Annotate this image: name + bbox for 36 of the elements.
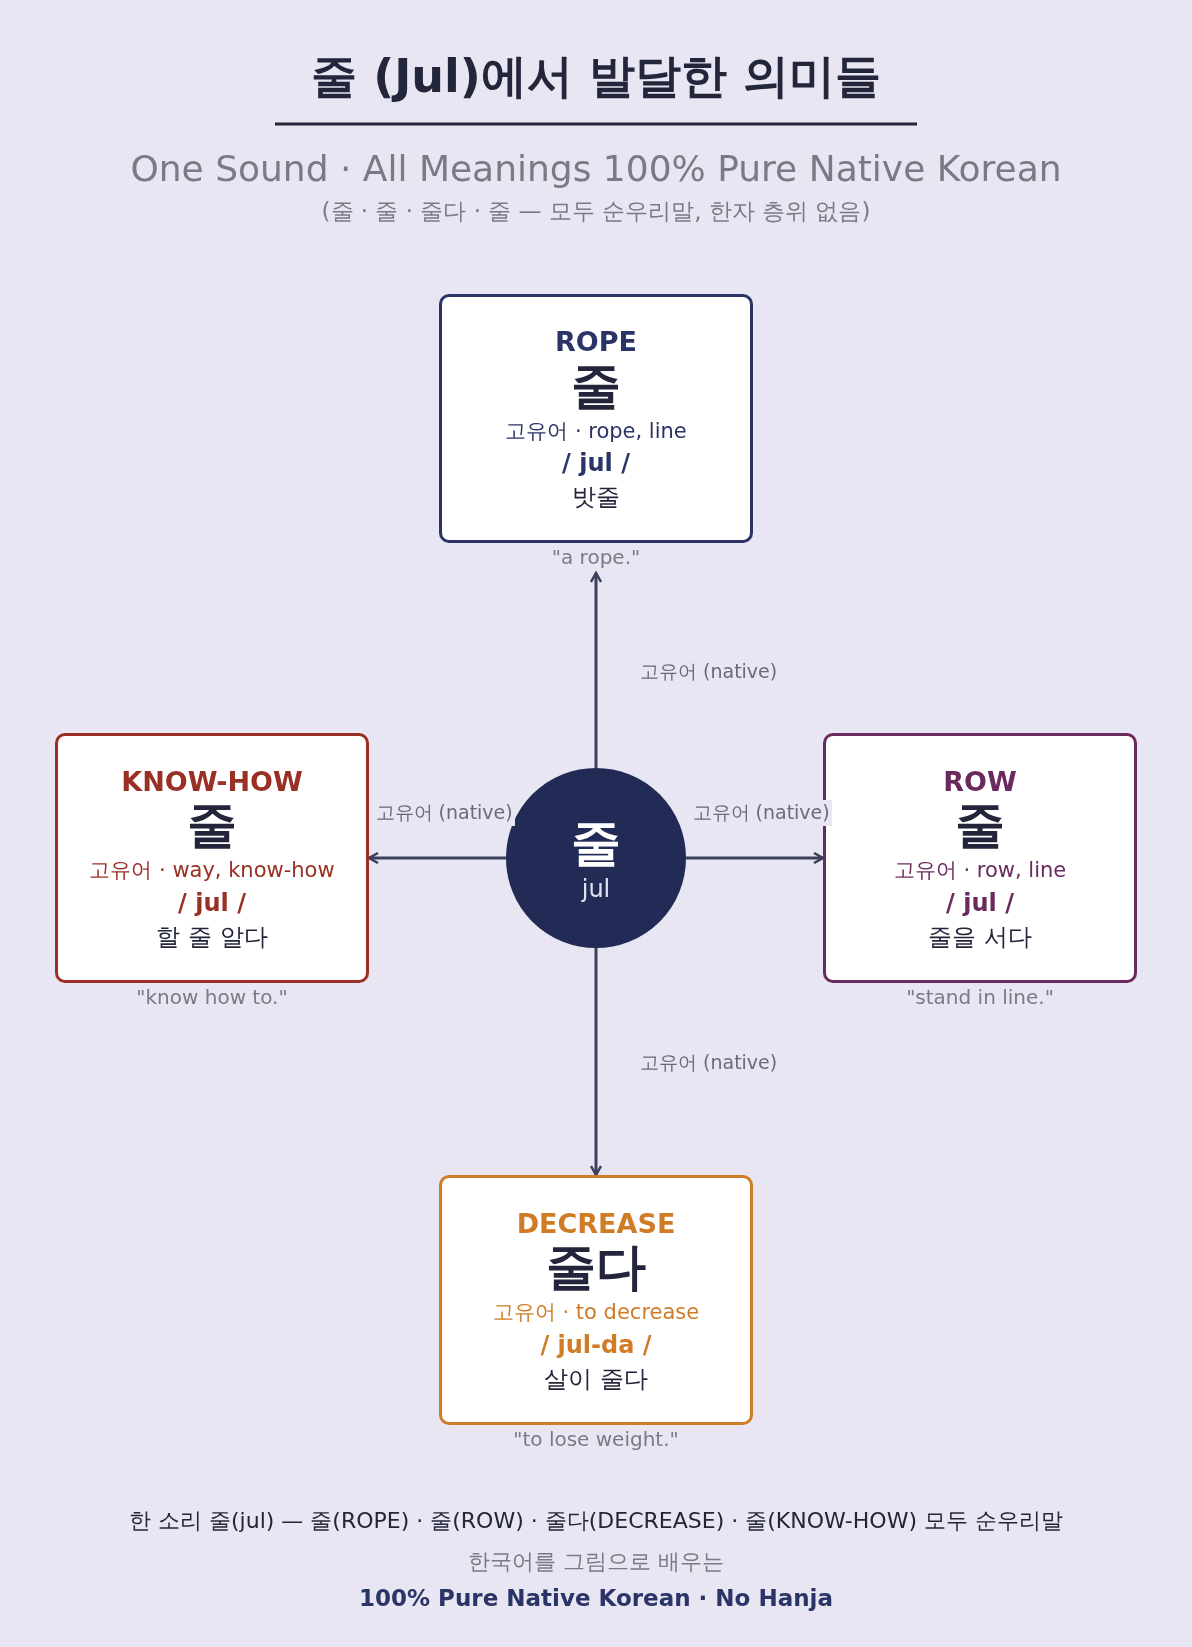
romanization: jul bbox=[581, 874, 611, 905]
arrow bbox=[589, 571, 603, 768]
pronunciation: / jul / bbox=[562, 448, 630, 478]
example-translation: "stand in line." bbox=[905, 985, 1055, 1009]
meaning-heading: KNOW-HOW bbox=[121, 764, 303, 799]
korean-word: 줄다 bbox=[546, 1240, 646, 1296]
example-translation: "know how to." bbox=[135, 985, 289, 1009]
footer-tagline: 100% Pure Native Korean · No Hanja bbox=[358, 1585, 834, 1611]
example-phrase: 줄을 서다 bbox=[928, 921, 1032, 952]
footer-note: 한국어를 그림으로 배우는 bbox=[467, 1548, 725, 1576]
example-phrase: 밧줄 bbox=[572, 482, 620, 512]
example-phrase: 할 줄 알다 bbox=[156, 921, 268, 952]
meaning-gloss: 고유어 · row, line bbox=[893, 857, 1067, 884]
korean-word: 줄 bbox=[955, 798, 1005, 854]
korean-word: 줄 bbox=[187, 798, 237, 854]
example-translation: "a rope." bbox=[550, 545, 642, 569]
meaning-heading: ROPE bbox=[555, 325, 637, 359]
arrow bbox=[367, 851, 506, 865]
example-translation: "to lose weight." bbox=[512, 1427, 680, 1451]
summary-text: 한 소리 줄(jul) — 줄(ROPE) · 줄(ROW) · 줄다(DECREASE) · 줄(KNOW-HOW) 모두 순우리말 bbox=[128, 1507, 1064, 1535]
arrow bbox=[686, 851, 825, 865]
subtitle-note: (줄 · 줄 · 줄다 · 줄 — 모두 순우리말, 한자 층위 없음) bbox=[320, 197, 872, 226]
example-phrase: 살이 줄다 bbox=[544, 1363, 648, 1394]
meaning-gloss: 고유어 · rope, line bbox=[505, 417, 687, 444]
pronunciation: / jul-da / bbox=[540, 1329, 652, 1360]
korean-word: 줄 bbox=[571, 358, 621, 414]
subtitle: One Sound · All Meanings 100% Pure Native Korean bbox=[129, 148, 1063, 189]
meaning-gloss: 고유어 · way, know-how bbox=[89, 857, 335, 884]
hub-word: 줄 bbox=[571, 812, 621, 874]
pronunciation: / jul / bbox=[946, 887, 1014, 918]
meaning-gloss: 고유어 · to decrease bbox=[492, 1299, 700, 1326]
pronunciation: / jul / bbox=[178, 887, 246, 918]
meaning-heading: DECREASE bbox=[516, 1206, 676, 1241]
title: 줄 (Jul)에서 발달한 의미들 bbox=[310, 48, 882, 105]
arrow bbox=[589, 948, 603, 1177]
meaning-heading: ROW bbox=[943, 764, 1017, 799]
